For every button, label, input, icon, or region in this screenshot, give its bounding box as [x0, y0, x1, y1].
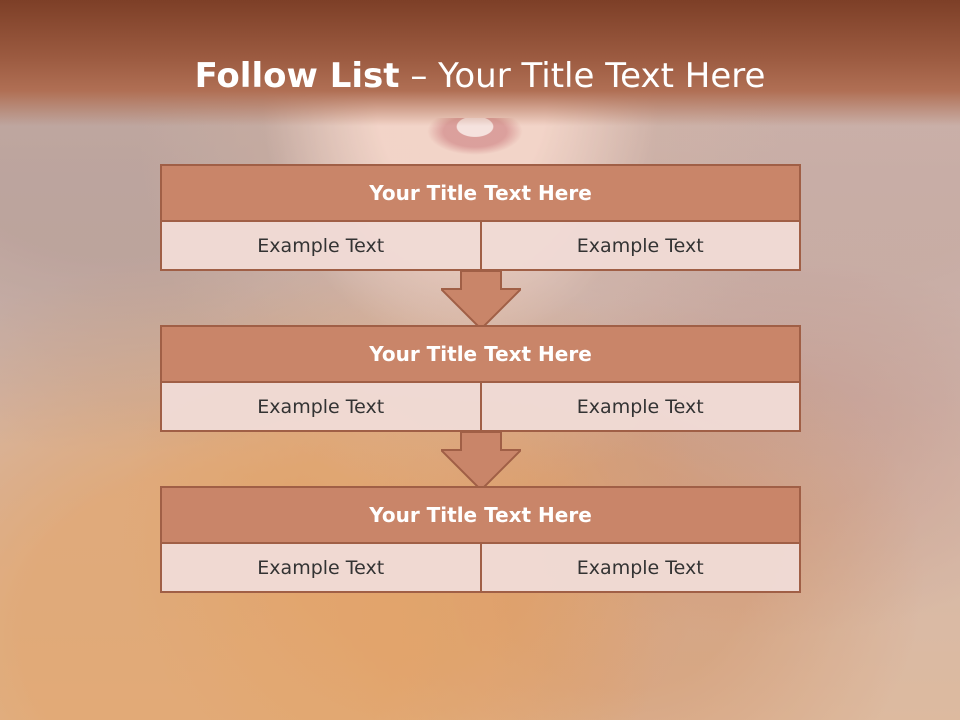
block-title: Your Title Text Here — [162, 166, 799, 222]
title-bar — [0, 0, 960, 126]
block-right-text: Example Text — [481, 222, 799, 269]
slide-title: Follow List – Your Title Text Here — [0, 56, 960, 96]
block-right-text: Example Text — [481, 544, 799, 591]
block-left-text: Example Text — [162, 222, 482, 269]
list-block-3: Your Title Text Here Example Text Exampl… — [160, 486, 801, 593]
down-arrow-icon — [441, 432, 521, 490]
block-row: Example Text Example Text — [162, 383, 799, 430]
slide-title-strong: Follow List — [194, 56, 400, 96]
list-block-1: Your Title Text Here Example Text Exampl… — [160, 164, 801, 271]
block-row: Example Text Example Text — [162, 222, 799, 269]
block-right-text: Example Text — [481, 383, 799, 430]
block-title: Your Title Text Here — [162, 488, 799, 544]
block-left-text: Example Text — [162, 544, 482, 591]
list-block-2: Your Title Text Here Example Text Exampl… — [160, 325, 801, 432]
block-left-text: Example Text — [162, 383, 482, 430]
down-arrow-icon — [441, 271, 521, 329]
slide-title-rest: – Your Title Text Here — [399, 56, 766, 96]
block-row: Example Text Example Text — [162, 544, 799, 591]
block-title: Your Title Text Here — [162, 327, 799, 383]
